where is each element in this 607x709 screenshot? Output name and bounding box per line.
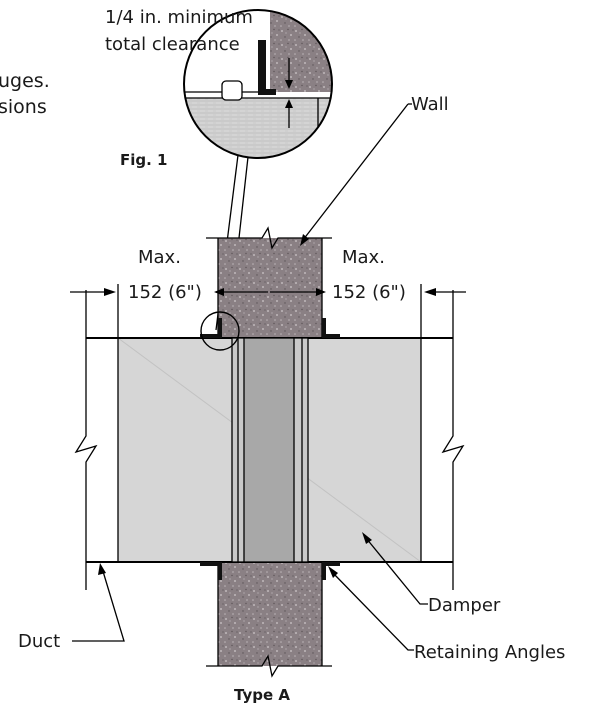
type-caption: Type A	[234, 686, 290, 704]
cropped-text-line-1: uges.	[0, 70, 50, 92]
wall-leader	[302, 103, 409, 241]
cropped-text-line-2: sions	[0, 96, 47, 118]
damper-label: Damper	[428, 595, 501, 616]
wall-label: Wall	[411, 94, 449, 115]
figure-caption: Fig. 1	[120, 151, 167, 169]
retaining-angles-leader	[331, 571, 414, 651]
duct-leader	[72, 567, 125, 642]
max-label-right: Max.	[342, 247, 385, 268]
wall-upper	[218, 238, 322, 338]
detail-circle-outline	[183, 9, 333, 159]
duct-break-left	[74, 290, 98, 590]
dimension-label-left: 152 (6")	[128, 282, 202, 303]
dimension-label-right: 152 (6")	[332, 282, 406, 303]
detail-fastener	[221, 80, 243, 101]
detail-retaining-angle	[258, 40, 276, 95]
wall-break-line-bottom	[206, 654, 332, 678]
damper-blade-pack	[243, 337, 295, 563]
wall-lower	[218, 562, 322, 666]
clearance-note-line-1: 1/4 in. minimum	[105, 7, 253, 28]
detail-wall	[270, 10, 332, 92]
damper-leader	[365, 537, 428, 605]
clearance-note-line-2: total clearance	[105, 34, 240, 55]
detail-reference-circle	[200, 311, 240, 351]
retaining-angles-label: Retaining Angles	[414, 642, 565, 663]
max-label-left: Max.	[138, 247, 181, 268]
duct-break-right	[441, 290, 465, 590]
duct-label: Duct	[18, 631, 60, 652]
wall-break-line-top	[206, 226, 332, 250]
